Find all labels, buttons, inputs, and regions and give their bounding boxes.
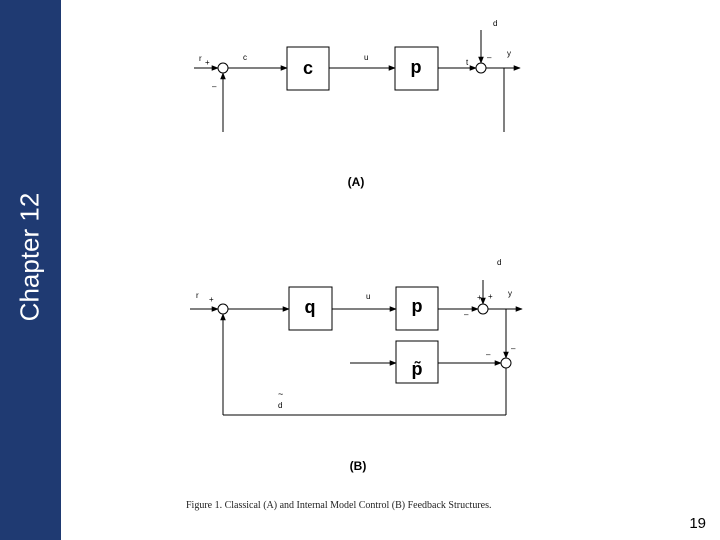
sum1-minus-a: –	[212, 82, 217, 91]
diagram-b-title: (B)	[350, 459, 367, 473]
summing-junction-3-b	[500, 357, 512, 369]
summing-junction-1-a	[217, 62, 229, 74]
reference-label-b: r	[196, 291, 199, 300]
dtilde-tilde-b: ~	[278, 389, 283, 399]
sum3-minus-left-b: –	[486, 350, 491, 359]
plant-label-a: p	[411, 57, 422, 77]
sum2-minus-b: –	[464, 310, 469, 319]
sidebar: Chapter 12	[0, 0, 61, 540]
sum3-minus-top-b: –	[511, 344, 516, 353]
control-label-a: u	[364, 53, 368, 62]
sum1-plus-a: +	[205, 58, 210, 67]
sum2-minus-a: –	[487, 53, 492, 62]
disturbance-label-a: d	[493, 19, 497, 28]
control-label-b: u	[366, 292, 370, 301]
diagram-a	[194, 30, 521, 132]
q-label-b: q	[305, 297, 316, 317]
reference-label-a: r	[199, 54, 202, 63]
plant-output-label-a: t	[466, 58, 469, 67]
summing-junction-2-a	[475, 62, 487, 74]
disturbance-label-b: d	[497, 258, 501, 267]
output-label-a: y	[507, 49, 511, 58]
dtilde-label-b: d	[278, 401, 282, 410]
summing-junction-2-b	[477, 303, 489, 315]
sum2-plus-top-b: +	[488, 292, 493, 301]
controller-label-a: c	[303, 58, 313, 78]
model-label-b: p̃	[412, 359, 423, 379]
sum2-plus-left-b: +	[477, 293, 482, 302]
plant-label-b: p	[412, 296, 423, 316]
figure-caption: Figure 1. Classical (A) and Internal Mod…	[186, 500, 492, 511]
summing-junction-1-b	[217, 303, 229, 315]
diagram-a-title: (A)	[348, 175, 365, 189]
diagram-b	[190, 280, 523, 416]
sum1-plus-b: +	[209, 295, 214, 304]
output-label-b: y	[508, 289, 512, 298]
diagram-a-labels: c p r + – c u t d – y (A)	[199, 19, 511, 189]
diagram-b-labels: q p p̃ r + u d + + – y – – ~ d (B)	[196, 258, 516, 473]
error-label-a: c	[243, 53, 247, 62]
page-number: 19	[689, 515, 706, 532]
